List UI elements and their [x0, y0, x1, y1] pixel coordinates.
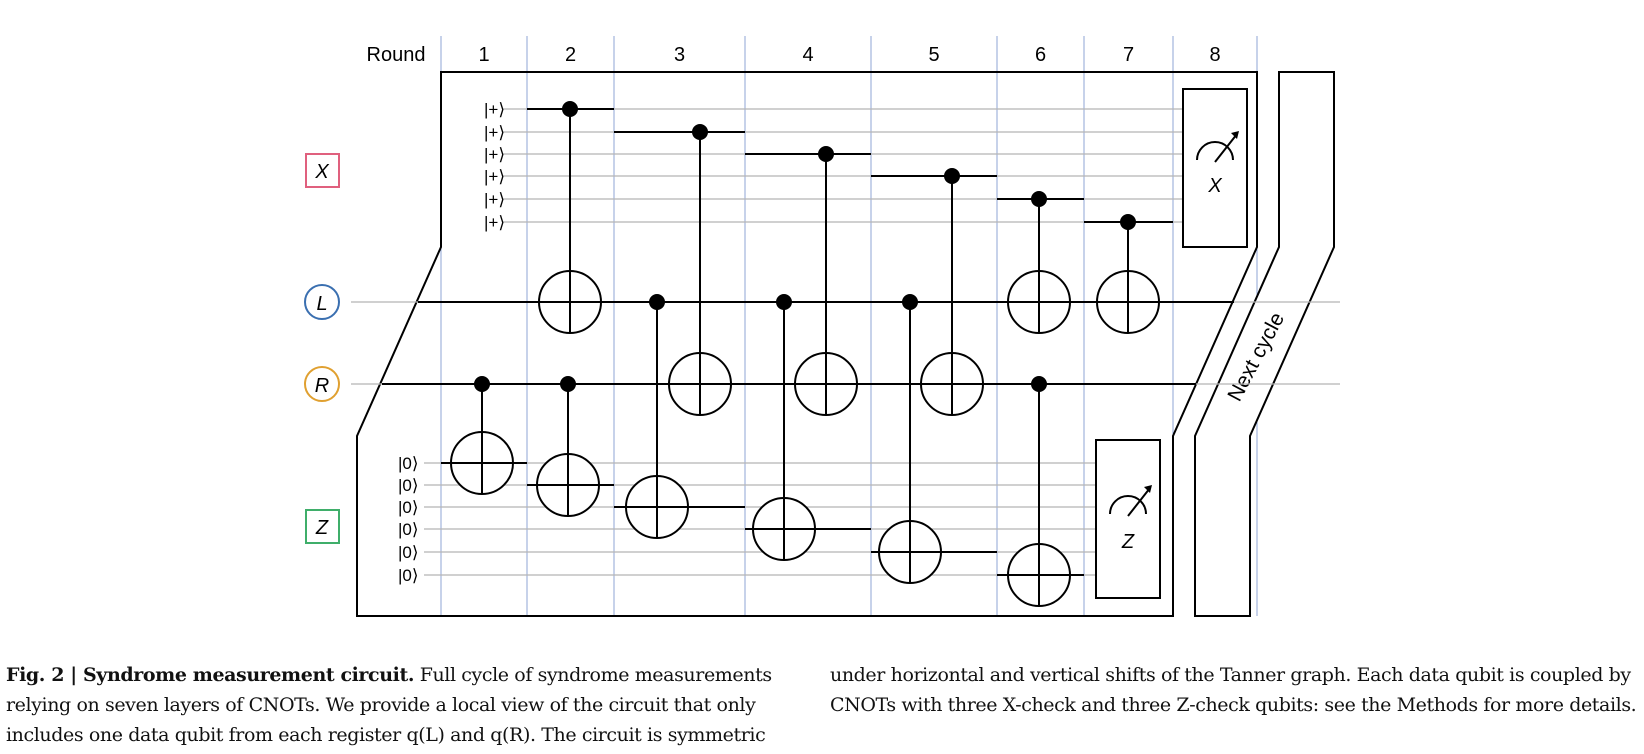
control-dot — [902, 294, 918, 310]
round-header: Round — [367, 44, 426, 66]
caption-title: Fig. 2 | Syndrome measurement circuit. — [6, 664, 415, 686]
cnot-gates — [441, 101, 1173, 607]
z-measurement-box: Z — [1095, 439, 1161, 599]
round-label-8: 8 — [1209, 44, 1220, 66]
control-dot — [1031, 376, 1047, 392]
z-check-initial-states: |0⟩ |0⟩ |0⟩ |0⟩ |0⟩ |0⟩ — [398, 454, 419, 585]
x-init-state: |+⟩ — [484, 213, 505, 232]
x-init-state: |+⟩ — [484, 145, 505, 164]
register-label-r: R — [304, 366, 340, 402]
round-label-2: 2 — [565, 44, 576, 66]
round-label-4: 4 — [802, 44, 813, 66]
control-dot — [692, 124, 708, 140]
round-label-7: 7 — [1123, 44, 1134, 66]
z-init-state: |0⟩ — [398, 476, 419, 495]
x-init-state: |+⟩ — [484, 167, 505, 186]
round-label-1: 1 — [478, 44, 489, 66]
x-check-initial-states: |+⟩ |+⟩ |+⟩ |+⟩ |+⟩ |+⟩ — [484, 100, 505, 232]
control-dot — [944, 168, 960, 184]
next-cycle-band — [1194, 71, 1335, 617]
register-label-x: X — [305, 153, 340, 188]
z-init-state: |0⟩ — [398, 498, 419, 517]
x-measure-label: X — [1207, 175, 1222, 197]
control-dot — [818, 146, 834, 162]
circuit-outline — [356, 71, 1258, 617]
z-init-state: |0⟩ — [398, 520, 419, 539]
z-init-state: |0⟩ — [398, 543, 419, 562]
register-x-label: X — [314, 161, 329, 183]
x-init-state: |+⟩ — [484, 123, 505, 142]
round-label-3: 3 — [674, 44, 685, 66]
register-l-label: L — [316, 293, 327, 315]
control-dot — [649, 294, 665, 310]
figure-caption: Fig. 2 | Syndrome measurement circuit. F… — [6, 660, 1638, 752]
z-init-state: |0⟩ — [398, 454, 419, 473]
caption-right-column: under horizontal and vertical shifts of … — [830, 660, 1638, 752]
round-labels: 1 2 3 4 5 6 7 8 — [478, 44, 1220, 66]
x-measurement-box: X — [1182, 88, 1248, 248]
control-dot — [776, 294, 792, 310]
register-r-label: R — [315, 375, 329, 397]
meter-icon — [1109, 495, 1147, 515]
control-dot — [1031, 191, 1047, 207]
round-label-5: 5 — [928, 44, 939, 66]
control-dot — [560, 376, 576, 392]
caption-left-body: Full cycle of syndrome measurements rely… — [6, 664, 772, 746]
control-dot — [474, 376, 490, 392]
caption-left-column: Fig. 2 | Syndrome measurement circuit. F… — [6, 660, 806, 752]
control-dot — [1120, 214, 1136, 230]
register-z-label: Z — [315, 517, 329, 539]
x-init-state: |+⟩ — [484, 190, 505, 209]
x-init-state: |+⟩ — [484, 100, 505, 119]
meter-icon — [1196, 141, 1234, 161]
z-measure-label: Z — [1121, 531, 1135, 553]
control-dot — [562, 101, 578, 117]
caption-right-body: under horizontal and vertical shifts of … — [830, 664, 1637, 716]
register-label-z: Z — [305, 509, 340, 544]
register-label-l: L — [304, 284, 340, 320]
z-init-state: |0⟩ — [398, 566, 419, 585]
round-label-6: 6 — [1035, 44, 1046, 66]
